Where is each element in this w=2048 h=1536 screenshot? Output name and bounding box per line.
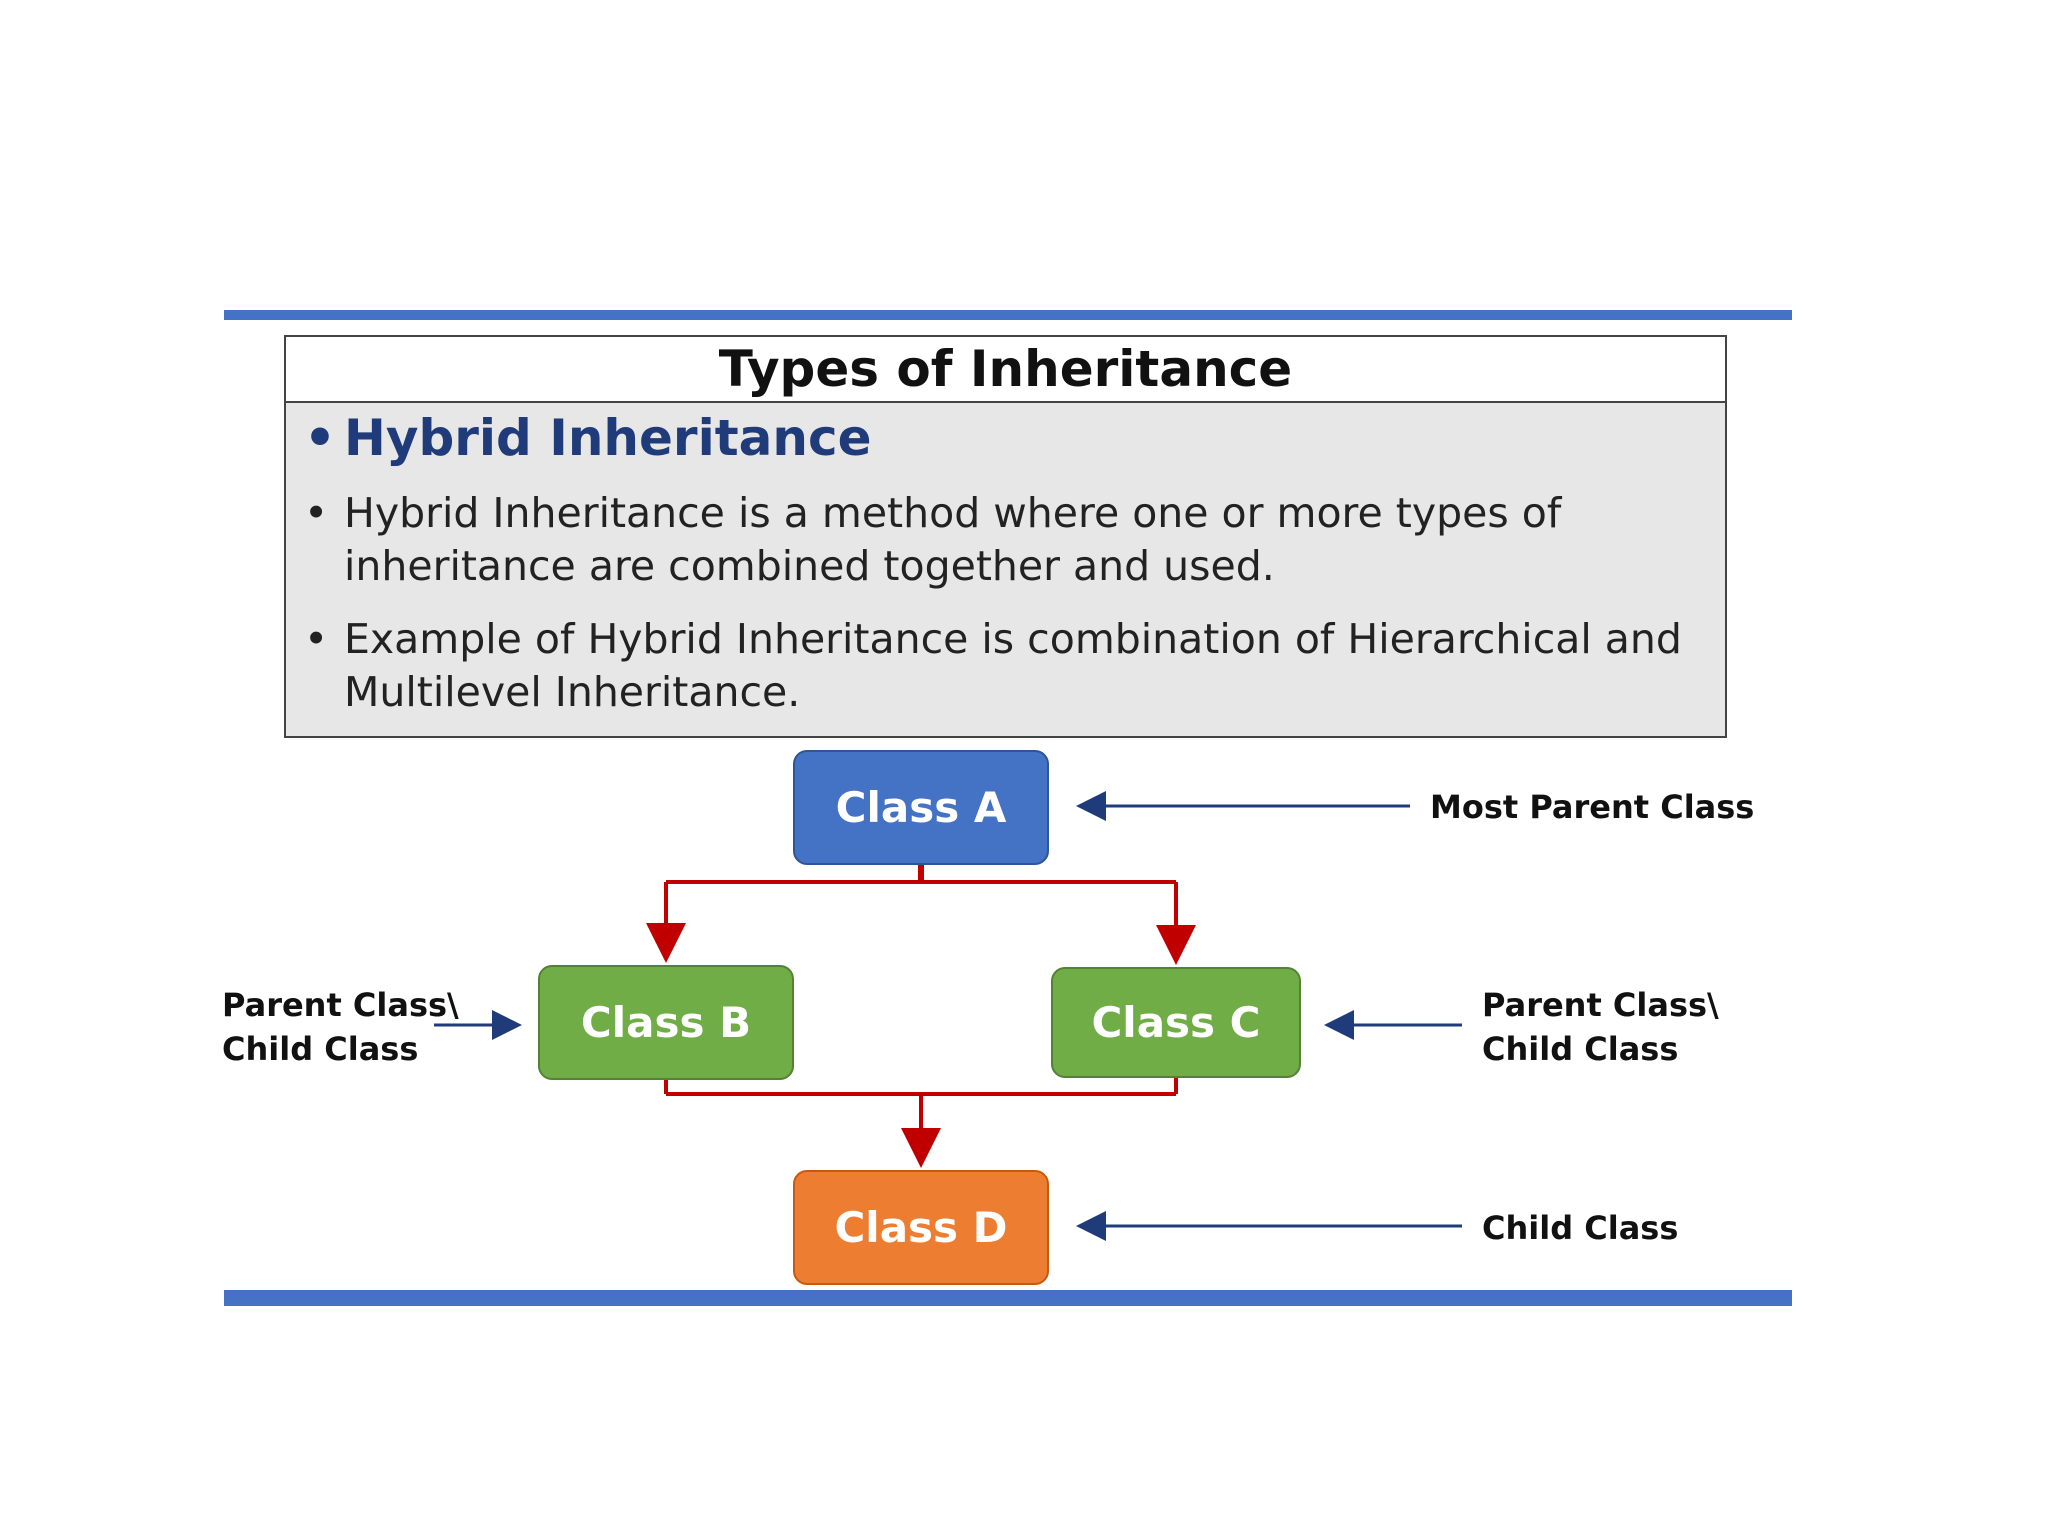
left-parent-child-label: Parent Class\ Child Class bbox=[222, 986, 459, 1068]
heading-text: Hybrid Inheritance bbox=[344, 409, 872, 467]
bullet-point: • Hybrid Inheritance is a method where o… bbox=[304, 487, 1704, 593]
content-box: Types of Inheritance • Hybrid Inheritanc… bbox=[284, 335, 1727, 738]
connector-a-to-bc bbox=[646, 865, 1196, 965]
point-text: Hybrid Inheritance is a method where one… bbox=[344, 489, 1562, 590]
bullet-point: • Example of Hybrid Inheritance is combi… bbox=[304, 613, 1704, 719]
point-text: Example of Hybrid Inheritance is combina… bbox=[344, 615, 1682, 716]
bullet-dot: • bbox=[304, 409, 336, 467]
connector-bc-to-d bbox=[664, 1078, 1178, 1168]
slide-title: Types of Inheritance bbox=[286, 337, 1725, 403]
class-a-node: Class A bbox=[793, 750, 1049, 865]
class-d-node: Class D bbox=[793, 1170, 1049, 1285]
bottom-accent-band bbox=[224, 1290, 1792, 1306]
child-class-label: Child Class bbox=[1482, 1209, 1679, 1247]
bullet-dot: • bbox=[304, 489, 329, 537]
class-c-node: Class C bbox=[1051, 967, 1301, 1078]
top-accent-band bbox=[224, 310, 1792, 320]
class-b-node: Class B bbox=[538, 965, 794, 1080]
bullet-dot: • bbox=[304, 615, 329, 663]
right-parent-child-label: Parent Class\ Child Class bbox=[1482, 986, 1719, 1068]
bullet-heading: • Hybrid Inheritance bbox=[304, 409, 872, 467]
most-parent-label: Most Parent Class bbox=[1430, 788, 1755, 826]
